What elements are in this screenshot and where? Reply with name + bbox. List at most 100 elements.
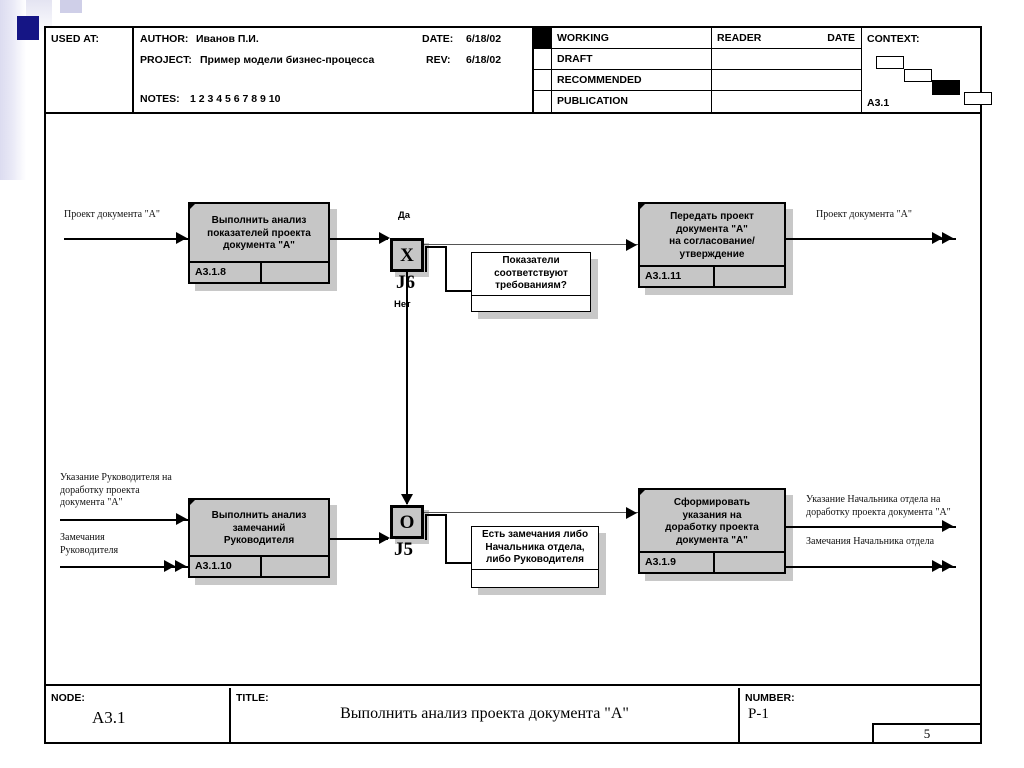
arrowhead-in-project-a: [176, 232, 187, 244]
header-author-project-cell: AUTHOR: Иванов П.И. PROJECT: Пример моде…: [134, 28, 534, 112]
activity-title-a319: Сформировать указания на доработку проек…: [665, 497, 759, 546]
junction-name-j6: J6: [396, 272, 415, 293]
activity-body: Выполнить анализ показателей проекта док…: [188, 202, 330, 284]
note-connector-h2-j6: [445, 290, 473, 292]
decorative-navy-square: [17, 16, 39, 40]
activity-box-a318[interactable]: Выполнить анализ показателей проекта док…: [188, 202, 337, 291]
activity-code-blank: [262, 557, 328, 576]
used-at-label: USED AT:: [51, 33, 100, 45]
junction-name-j5: J5: [394, 539, 413, 560]
reader-row-3[interactable]: [712, 70, 861, 91]
branch-label-no: Нет: [394, 299, 411, 310]
note-connector-h1-j6: [425, 246, 445, 248]
note-connector-v1-j6: [425, 246, 427, 272]
activity-code-blank: [715, 267, 784, 286]
title-label: TITLE:: [236, 692, 269, 704]
rev-value: 6/18/02: [466, 54, 502, 66]
activity-footer: A3.1.8: [190, 261, 328, 282]
note-connector-v1-j5: [425, 514, 427, 540]
author-label: AUTHOR:: [140, 33, 189, 45]
sheet-header: USED AT: AUTHOR: Иванов П.И. PROJECT: Пр…: [46, 28, 992, 114]
activity-box-a319[interactable]: Сформировать указания на доработку проек…: [638, 488, 793, 581]
note-text-j6: Показатели соответствуют требованиям?: [494, 255, 568, 291]
idef0-diagram-sheet: USED AT: AUTHOR: Иванов П.И. PROJECT: Пр…: [44, 26, 992, 744]
arrowhead-into-a319: [626, 507, 637, 519]
activity-code-a318: A3.1.8: [190, 263, 262, 282]
context-thumb-box-4: [964, 92, 992, 105]
note-box-j6[interactable]: Показатели соответствуют требованиям?: [471, 252, 598, 319]
footer-number-cell: NUMBER: P-1 5: [740, 688, 980, 742]
arrowhead-into-j5: [401, 494, 413, 505]
arrowhead-into-j6: [379, 232, 390, 244]
note-body: Есть замечания либо Начальника отдела, л…: [471, 526, 599, 588]
note-box-j5[interactable]: Есть замечания либо Начальника отдела, л…: [471, 526, 606, 595]
activity-box-a3110[interactable]: Выполнить анализ замечаний Руководителя …: [188, 498, 337, 585]
status-label-publication: PUBLICATION: [557, 95, 628, 107]
status-checkbox-recommended[interactable]: [534, 70, 551, 91]
notes-value: 1 2 3 4 5 6 7 8 9 10: [190, 93, 281, 105]
flow-line-j6-yes: [424, 244, 638, 245]
header-used-at-cell: USED AT:: [46, 28, 134, 112]
reader-row-4[interactable]: [712, 91, 861, 114]
number-label: NUMBER:: [745, 692, 795, 704]
junction-symbol-j6: X: [390, 238, 424, 272]
date-value: 6/18/02: [466, 33, 502, 45]
context-node-value: A3.1: [867, 97, 890, 109]
context-thumb-box-1: [876, 56, 904, 69]
activity-title-a3111: Передать проект документа "А" на согласо…: [669, 211, 755, 260]
status-label-working: WORKING: [552, 28, 711, 49]
arrowhead-in-zamechania-ruk-2: [175, 560, 186, 572]
flow-line-a318-to-j6: [330, 238, 388, 240]
header-status-labels-column: WORKING DRAFT RECOMMENDED PUBLICATION: [552, 28, 712, 112]
junction-symbol-j5: O: [390, 505, 424, 539]
activity-box-a3111[interactable]: Передать проект документа "А" на согласо…: [638, 202, 793, 295]
flow-label-in-ukazanie-ruk: Указание Руководителя на доработку проек…: [60, 472, 172, 508]
activity-corner-marker-icon: [188, 202, 197, 211]
context-thumb-box-2: [904, 69, 932, 82]
activity-footer: A3.1.9: [640, 551, 784, 572]
status-label-recommended: RECOMMENDED: [552, 70, 711, 91]
junction-j6[interactable]: X: [390, 238, 429, 277]
note-body: Показатели соответствуют требованиям?: [471, 252, 591, 312]
flow-line-in-ukazanie-ruk: [60, 519, 192, 521]
node-label: NODE:: [51, 692, 85, 704]
status-checkbox-working[interactable]: [534, 28, 551, 49]
title-value: Выполнить анализ проекта документа "А": [340, 705, 629, 722]
header-status-checkbox-column: [534, 28, 552, 112]
activity-body: Выполнить анализ замечаний Руководителя …: [188, 498, 330, 578]
activity-title-a3110: Выполнить анализ замечаний Руководителя: [211, 510, 307, 547]
project-value: Пример модели бизнес-процесса: [200, 54, 375, 66]
activity-title-a318: Выполнить анализ показателей проекта док…: [207, 215, 311, 252]
arrowhead-out-zamechania-nach-1: [932, 560, 943, 572]
node-value: A3.1: [92, 708, 126, 727]
arrowhead-into-j5-left: [379, 532, 390, 544]
note-connector-h2-j5: [445, 562, 473, 564]
activity-code-a3110: A3.1.10: [190, 557, 262, 576]
activity-footer: A3.1.10: [190, 555, 328, 576]
flow-label-out-zamechania-nach: Замечания Начальника отдела: [806, 536, 935, 547]
status-checkbox-draft[interactable]: [534, 49, 551, 70]
arrowhead-out-project-a-1: [932, 232, 943, 244]
context-label: CONTEXT:: [867, 33, 920, 45]
activity-code-blank: [715, 553, 784, 572]
note-connector-h1-j5: [425, 514, 445, 516]
activity-footer: A3.1.11: [640, 265, 784, 286]
reader-label: READER: [717, 32, 762, 44]
sheet-footer: NODE: A3.1 TITLE: Выполнить анализ проек…: [46, 688, 980, 742]
activity-code-a319: A3.1.9: [640, 553, 715, 572]
note-footer: [472, 568, 598, 588]
branch-label-yes: Да: [398, 210, 411, 221]
flow-label-in-project-a: Проект документа "А": [64, 209, 160, 220]
header-reader-column: READER DATE: [712, 28, 862, 112]
author-value: Иванов П.И.: [196, 33, 259, 45]
project-label: PROJECT:: [140, 54, 192, 66]
junction-j5[interactable]: O: [390, 505, 429, 544]
status-checkbox-publication[interactable]: [534, 91, 551, 114]
status-label-draft: DRAFT: [552, 49, 711, 70]
reader-row-2[interactable]: [712, 49, 861, 70]
flow-line-out-zamechania-nach: [786, 566, 956, 568]
note-connector-v2-j6: [445, 246, 447, 290]
flow-label-out-ukazanie-nach: Указание Начальника отдела на доработку …: [806, 494, 951, 518]
flow-line-out-project-a: [786, 238, 956, 240]
note-text-j5: Есть замечания либо Начальника отдела, л…: [481, 529, 589, 565]
